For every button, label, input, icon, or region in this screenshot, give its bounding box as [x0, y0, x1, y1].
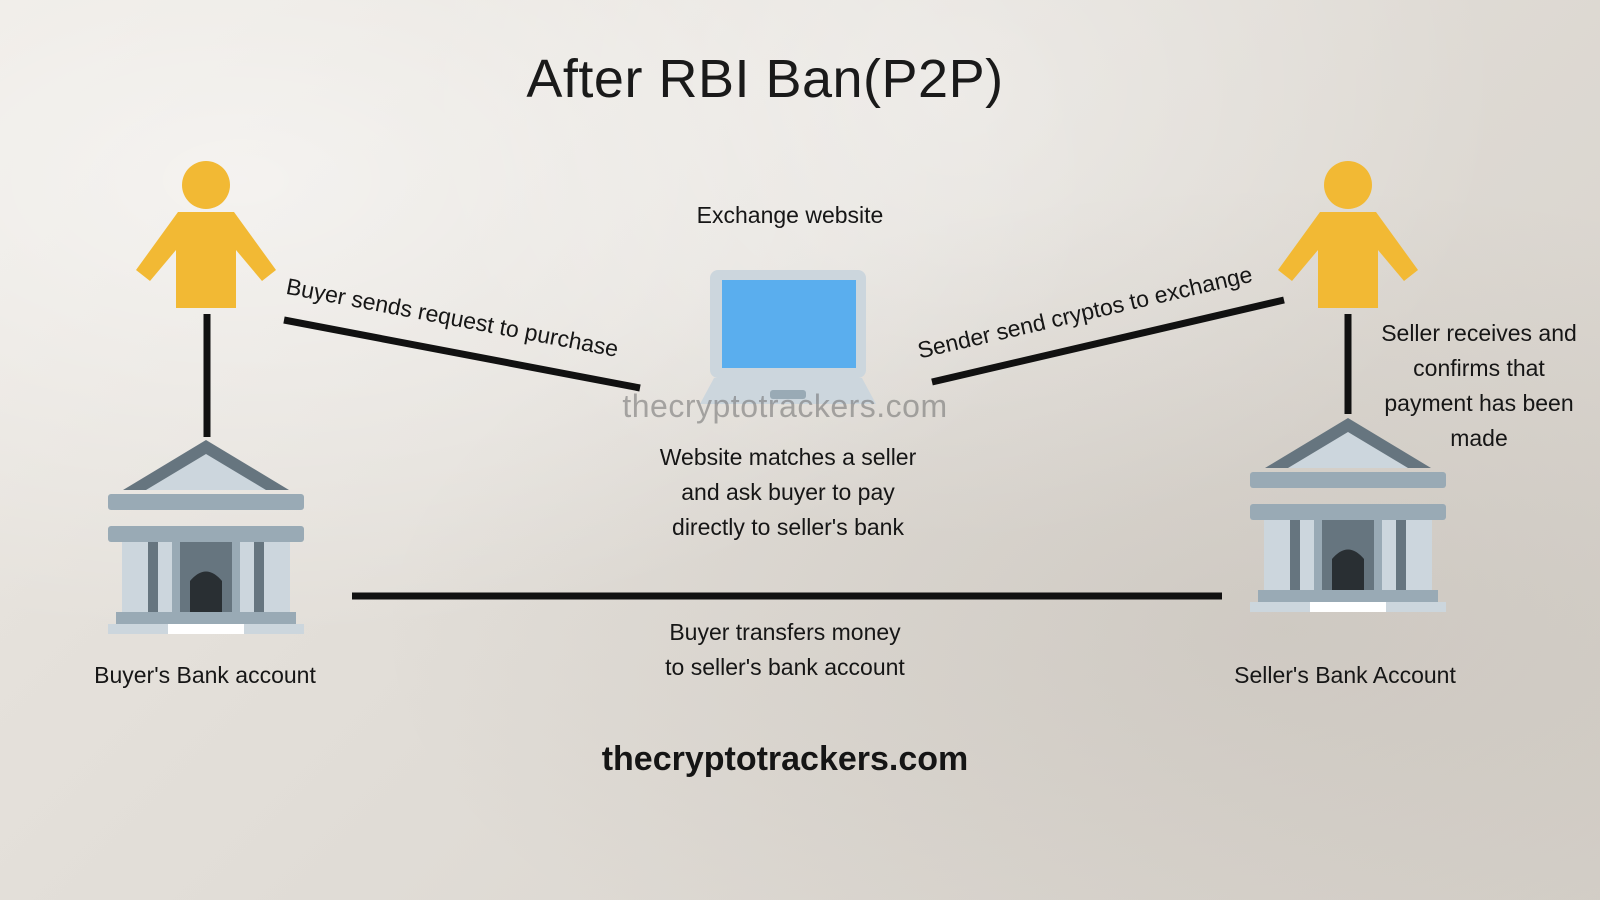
- exchange-website-label: Exchange website: [696, 202, 884, 228]
- bank-transfer-label: Buyer transfers money to seller's bank a…: [620, 615, 950, 685]
- laptop-icon: [700, 270, 876, 404]
- footer-site: thecryptotrackers.com: [601, 740, 969, 778]
- bank-transfer-line-2: to seller's bank account: [665, 654, 905, 680]
- seller-person-icon: [1278, 161, 1418, 308]
- website-match-line-2: and ask buyer to pay: [681, 479, 895, 505]
- seller-confirm-line-2: confirms that: [1413, 355, 1545, 381]
- seller-bank-label: Seller's Bank Account: [1234, 662, 1456, 688]
- buyer-bank-icon: [108, 440, 304, 634]
- bank-transfer-line-1: Buyer transfers money: [669, 619, 901, 645]
- seller-confirm-line-4: made: [1450, 425, 1508, 451]
- seller-confirm-note: Seller receives and confirms that paymen…: [1364, 316, 1594, 456]
- buyer-person-icon: [136, 161, 276, 308]
- buyer-bank-label: Buyer's Bank account: [94, 662, 316, 688]
- website-match-note: Website matches a seller and ask buyer t…: [620, 440, 956, 545]
- website-match-line-3: directly to seller's bank: [672, 514, 904, 540]
- seller-to-exchange-line: [931, 296, 1285, 386]
- buyer-to-exchange-line: [283, 316, 641, 392]
- seller-confirm-line-3: payment has been: [1384, 390, 1574, 416]
- website-match-line-1: Website matches a seller: [659, 444, 917, 470]
- diagram-title: After RBI Ban(P2P): [526, 49, 1004, 109]
- seller-confirm-line-1: Seller receives and: [1381, 320, 1577, 346]
- watermark: thecryptotrackers.com: [622, 388, 948, 424]
